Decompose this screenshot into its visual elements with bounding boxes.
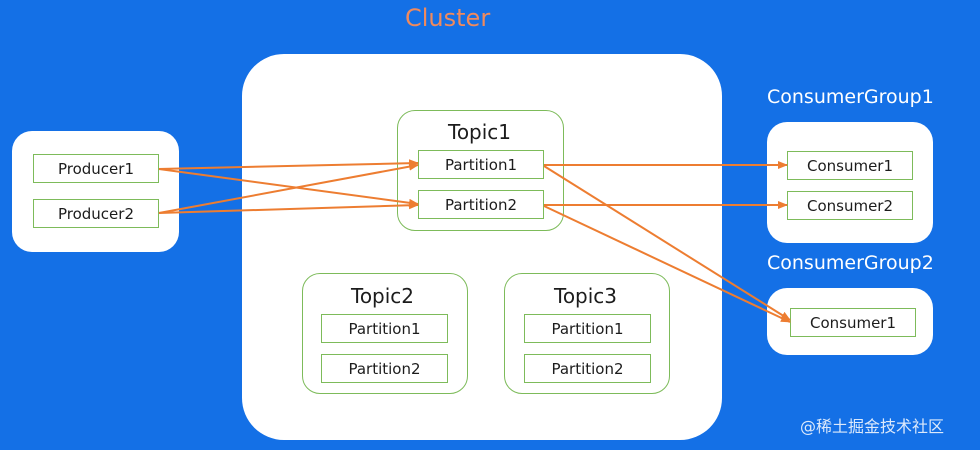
topic-1-partition-2: Partition2 [418,190,544,219]
consumer-group-1-title: ConsumerGroup1 [767,86,934,108]
topic-3-partition-1: Partition1 [524,314,651,343]
topic-2-partition-2: Partition2 [321,354,448,383]
topic-3-partition-2: Partition2 [524,354,651,383]
producer-2: Producer2 [33,199,159,228]
consumer-group-2-consumer-1: Consumer1 [790,308,916,337]
producer-1: Producer1 [33,154,159,183]
topic-3-title: Topic3 [554,284,618,308]
topic-2-title: Topic2 [351,284,415,308]
watermark-text: @稀土掘金技术社区 [800,417,945,436]
topic-1-partition-1: Partition1 [418,150,544,179]
cluster-title: Cluster [405,4,491,32]
consumer-group-1-box [767,122,933,243]
producer-group-box [12,131,179,252]
consumer-group-1-consumer-1: Consumer1 [787,151,913,180]
consumer-group-1-consumer-2: Consumer2 [787,191,913,220]
topic-2-partition-1: Partition1 [321,314,448,343]
consumer-group-2-title: ConsumerGroup2 [767,252,934,274]
topic-1-title: Topic1 [448,120,512,144]
